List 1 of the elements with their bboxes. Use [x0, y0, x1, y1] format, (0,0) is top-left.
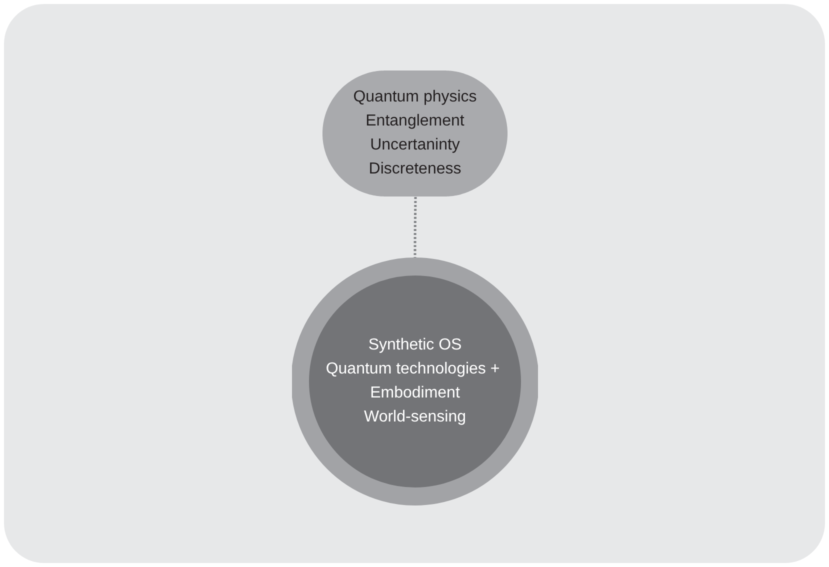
node-circle: Synthetic OS Quantum technologies + Embodiment World-sensing [292, 258, 538, 506]
